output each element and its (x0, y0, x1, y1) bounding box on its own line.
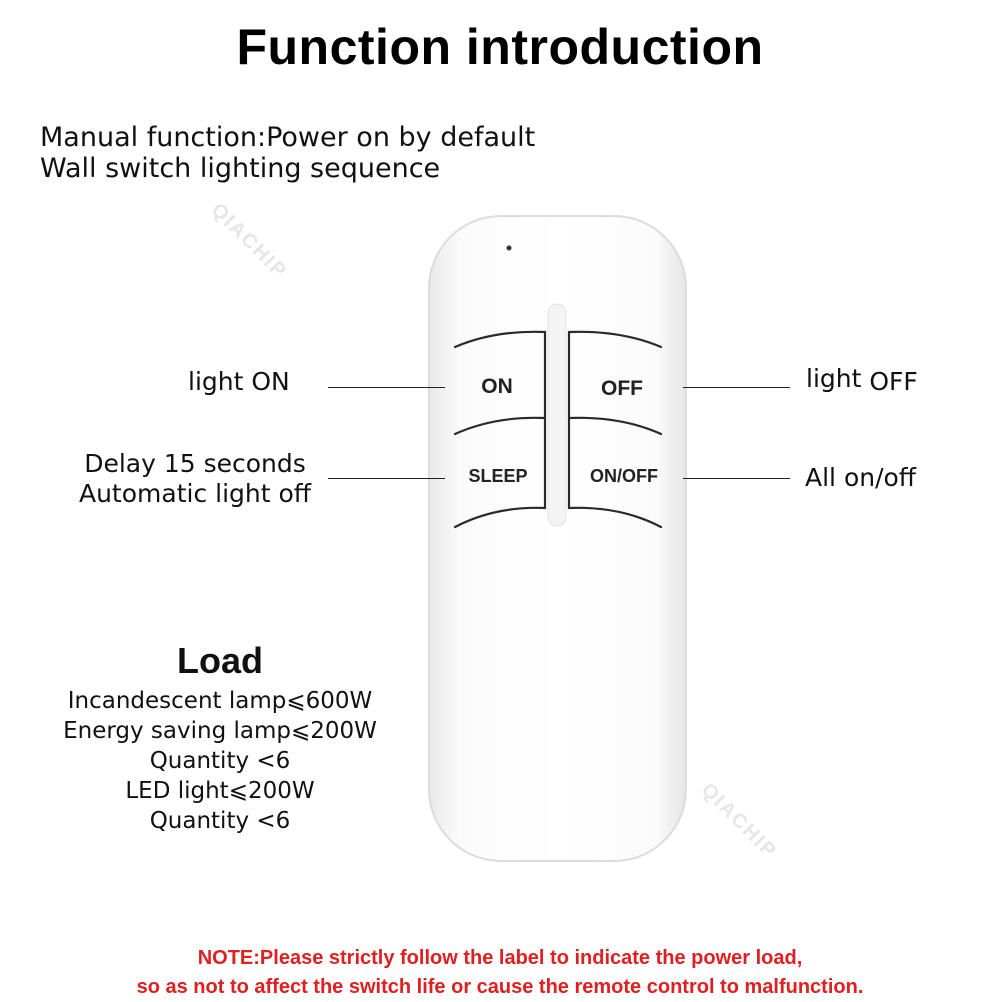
button-off[interactable]: OFF (571, 337, 659, 417)
label-light-off: light OFF (806, 364, 918, 397)
button-sleep[interactable]: SLEEP (459, 424, 543, 506)
note-line-1: NOTE:Please strictly follow the label to… (197, 947, 803, 969)
leader-line-all-on-off (683, 478, 790, 479)
button-onoff[interactable]: ON/OFF (571, 424, 659, 506)
label-light-off-state: OFF (869, 367, 918, 396)
leader-line-delay (328, 478, 445, 479)
remote-control-svg: ON OFF SLEEP ON/OFF (428, 215, 687, 862)
remote-control: ON OFF SLEEP ON/OFF (425, 212, 690, 871)
button-sleep-label: SLEEP (468, 466, 527, 486)
label-delay: Delay 15 seconds Automatic light off (70, 449, 320, 509)
load-item: Energy saving lamp⩽200W (63, 718, 377, 744)
load-item: LED light⩽200W (125, 778, 315, 804)
button-on-label: ON (481, 375, 513, 398)
leader-line-light-off (683, 387, 790, 388)
load-item: Quantity <6 (149, 748, 291, 774)
load-item: Incandescent lamp⩽600W (67, 688, 373, 714)
label-all-on-off: All on/off (805, 463, 917, 492)
watermark-1: QIACHIP (206, 198, 292, 284)
center-divider (547, 303, 567, 527)
button-grooves (453, 330, 663, 529)
load-section: Load Incandescent lamp⩽600W Energy savin… (40, 640, 400, 836)
label-delay-line-1: Delay 15 seconds (84, 449, 306, 478)
label-light-off-word: light (806, 364, 862, 393)
led-indicator-icon (506, 245, 512, 251)
load-title: Load (177, 640, 263, 681)
page-title: Function introduction (236, 19, 764, 75)
button-onoff-label: ON/OFF (590, 466, 658, 486)
manual-line-2: Wall switch lighting sequence (40, 153, 441, 184)
label-delay-line-2: Automatic light off (78, 479, 312, 508)
manual-line-1: Manual function:Power on by default (40, 122, 536, 153)
watermark-2: QIACHIP (696, 778, 782, 864)
note-line-2: so as not to affect the switch life or c… (136, 976, 864, 998)
load-item: Quantity <6 (149, 808, 291, 834)
label-light-on: light ON (188, 367, 290, 396)
button-off-label: OFF (601, 377, 643, 400)
button-on[interactable]: ON (459, 337, 543, 417)
note-warning: NOTE:Please strictly follow the label to… (0, 944, 1000, 1002)
leader-line-light-on (328, 387, 445, 388)
manual-function-text: Manual function:Power on by default Wall… (40, 122, 535, 184)
remote-body (428, 215, 687, 862)
